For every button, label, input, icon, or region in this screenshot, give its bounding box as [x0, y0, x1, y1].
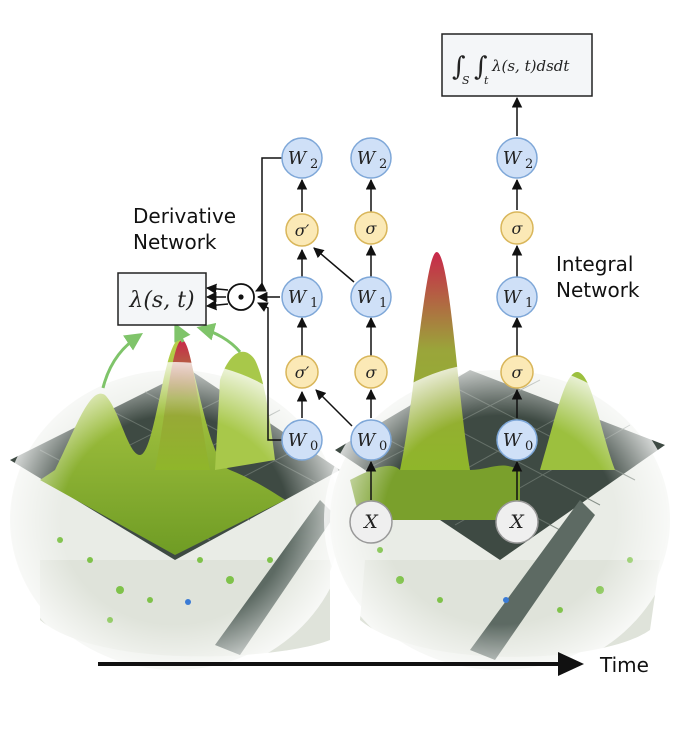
int-w2-node-label: W	[503, 148, 523, 169]
integral-output-box: ∫ S ∫ t λ(s, t)dsdt	[441, 33, 593, 97]
mid-sigma-lower-node-label: σ	[366, 363, 378, 382]
deriv-w0-node-label: W	[288, 430, 308, 451]
deriv-sigma-prime-lower-node-label: σ′	[295, 363, 310, 382]
mid-x-input-node-label: X	[362, 511, 379, 533]
mid-w0-node-label: W	[357, 430, 377, 451]
derivative-label-line1: Derivative	[133, 204, 236, 228]
peak-to-lambda-arrows	[101, 322, 242, 389]
int-w1-node-label: W	[503, 287, 523, 308]
int-sigma-upper-node: σ	[500, 211, 534, 245]
mid-w0-node-subscript: 0	[379, 439, 387, 454]
lambda-output-box: λ(s, t)	[117, 272, 207, 326]
deriv-w1-node-subscript: 1	[310, 296, 318, 311]
int-sigma-lower-node-label: σ	[512, 363, 524, 382]
integral-sign-s: ∫	[452, 52, 466, 82]
int-sigma-lower-node: σ	[500, 355, 534, 389]
integral-label-line1: Integral	[556, 252, 633, 276]
product-operator	[227, 283, 255, 311]
int-w1-node-subscript: 1	[525, 296, 533, 311]
deriv-w2-node-subscript: 2	[310, 157, 318, 172]
int-w0-node-label: W	[503, 430, 523, 451]
mid-w1-node-subscript: 1	[379, 296, 387, 311]
int-x-input-node: X	[495, 500, 539, 544]
deriv-w2-node-label: W	[288, 148, 308, 169]
int-sigma-upper-node-label: σ	[512, 219, 524, 238]
integral-sub-t: t	[484, 74, 489, 87]
mid-w2-node-subscript: 2	[379, 157, 387, 172]
integral-body: λ(s, t)dsdt	[491, 57, 570, 75]
deriv-w1-node-label: W	[288, 287, 308, 308]
mid-w1-node-label: W	[357, 287, 377, 308]
left-terrain-map	[3, 339, 347, 678]
deriv-sigma-prime-lower-node: σ′	[285, 355, 319, 389]
network-edges	[205, 96, 523, 500]
derivative-label-line2: Network	[133, 230, 217, 254]
mid-w2-node-label: W	[357, 148, 377, 169]
time-label: Time	[599, 653, 649, 677]
int-w0-node-subscript: 0	[525, 439, 533, 454]
deriv-w0-node-subscript: 0	[310, 439, 318, 454]
deriv-sigma-prime-upper-node: σ′	[285, 213, 319, 247]
integral-sub-s: S	[462, 74, 470, 87]
deriv-sigma-prime-upper-node-label: σ′	[295, 221, 310, 240]
time-axis: Time	[98, 652, 649, 677]
mid-sigma-upper-node: σ	[354, 211, 388, 245]
int-w2-node-subscript: 2	[525, 157, 533, 172]
integral-sign-t: ∫	[474, 52, 488, 82]
int-x-input-node-label: X	[508, 511, 525, 533]
mid-x-input-node: X	[349, 500, 393, 544]
mid-sigma-lower-node: σ	[354, 355, 388, 389]
mid-sigma-upper-node-label: σ	[366, 219, 378, 238]
lambda-formula: λ(s, t)	[128, 288, 194, 313]
integral-label-line2: Network	[556, 278, 640, 302]
